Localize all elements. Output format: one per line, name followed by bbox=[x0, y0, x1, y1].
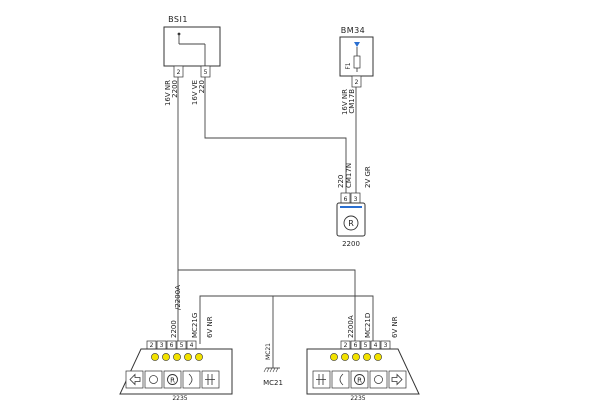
bulb-icon bbox=[374, 353, 382, 361]
ground-hatch bbox=[263, 367, 279, 373]
left-lamp-wire-2200a: /2200A bbox=[174, 285, 182, 310]
bsi1-box bbox=[163, 26, 221, 67]
right-lamp-bulbs bbox=[330, 353, 382, 361]
bulb-icon bbox=[195, 353, 203, 361]
wire-bsi1-to-switch bbox=[204, 77, 347, 193]
headlight-glyph bbox=[339, 373, 344, 386]
bsi1-wire-right-color: 16V VE bbox=[191, 80, 199, 105]
bm34-wire-color: 16V NR bbox=[341, 89, 349, 115]
bulb-icon bbox=[352, 353, 360, 361]
arrow-right-icon bbox=[388, 370, 407, 389]
bsi1-wire-left-number: 2200 bbox=[171, 80, 179, 98]
bsi1-pin-5 bbox=[200, 65, 211, 78]
bulb-icon bbox=[184, 353, 192, 361]
reverse-light-glyph: R bbox=[170, 377, 175, 385]
reverse-switch-icon bbox=[343, 215, 359, 231]
bm34-label: BM34 bbox=[341, 26, 366, 35]
bsi1-wire-right-number: 220 bbox=[198, 80, 206, 93]
reverse-switch-glyph: R bbox=[348, 219, 354, 228]
right-lamp-wire-2200a: 2200A bbox=[347, 315, 355, 338]
switch-2200-label: 2200 bbox=[342, 240, 360, 248]
left-lamp-bulbs bbox=[151, 353, 203, 361]
sidelight-glyph bbox=[149, 375, 158, 384]
sidelight-glyph bbox=[374, 375, 383, 384]
switch-pin-3-label: 3 bbox=[354, 196, 358, 203]
right-lamp-icons: R bbox=[312, 370, 407, 389]
bulb-icon bbox=[151, 353, 159, 361]
bm34-pin-2-label: 2 bbox=[355, 79, 359, 86]
bm34-wire-number: CM17B bbox=[348, 89, 356, 114]
left-lamp-icons: R bbox=[125, 370, 220, 389]
arrow-left-icon bbox=[125, 370, 144, 389]
left-lamp-wire-2200: 2200 bbox=[170, 320, 178, 338]
right-lamp-label: 2235 bbox=[350, 395, 365, 400]
reverse-light-circle bbox=[354, 374, 365, 385]
ground-label: MC21 bbox=[263, 379, 283, 387]
wire-ground-bus bbox=[199, 295, 374, 344]
bsi1-pin-5-label: 5 bbox=[204, 69, 208, 76]
bm34-pin-2 bbox=[351, 75, 362, 88]
right-lamp-pin-label: 2 bbox=[344, 342, 348, 349]
left-lamp-label: 2235 bbox=[172, 395, 187, 400]
left-lamp-wire-6vnr: 6V NR bbox=[206, 316, 214, 338]
headlight-glyph bbox=[188, 373, 193, 386]
switch-wire-left-ref: CM17N bbox=[345, 163, 353, 188]
bsi1-wire-left-color: 16V NR bbox=[164, 80, 172, 106]
bm34-fuse-marker-icon bbox=[354, 42, 360, 47]
right-lamp-wire-6vnr: 6V NR bbox=[391, 316, 399, 338]
switch-wire-left-number: 220 bbox=[337, 175, 345, 188]
reverse-light-circle bbox=[167, 374, 178, 385]
fog-light-glyph bbox=[316, 374, 326, 385]
reverse-light-glyph: R bbox=[357, 377, 362, 385]
left-lamp-pins: 2 3 6 5 4 bbox=[146, 340, 197, 350]
bsi1-pin-2-label: 2 bbox=[177, 69, 181, 76]
right-lamp-wire-mc21d: MC21D bbox=[364, 313, 372, 338]
reverse-light-icon bbox=[163, 370, 182, 389]
headlight-icon bbox=[331, 370, 350, 389]
fog-light-glyph bbox=[205, 374, 215, 385]
sidelight-icon bbox=[144, 370, 163, 389]
arrow-right-glyph bbox=[391, 373, 403, 386]
left-lamp-pin-label: 3 bbox=[160, 342, 164, 349]
wire-feed-to-right-lamp bbox=[178, 269, 356, 344]
bulb-icon bbox=[330, 353, 338, 361]
left-lamp-wire-mc21g: MC21G bbox=[191, 313, 199, 338]
fuse-icon bbox=[353, 55, 361, 69]
bulb-icon bbox=[363, 353, 371, 361]
headlight-icon bbox=[182, 370, 201, 389]
right-lamp-pin-label: 6 bbox=[354, 342, 358, 349]
bsi1-pin-2 bbox=[173, 65, 184, 78]
switch-wire-right: 2V GR bbox=[364, 166, 372, 188]
switch-pin-6-label: 6 bbox=[344, 196, 348, 203]
left-lamp-pin-label: 5 bbox=[180, 342, 184, 349]
ground-wire-label: MC21 bbox=[265, 343, 272, 360]
bulb-icon bbox=[173, 353, 181, 361]
bulb-icon bbox=[341, 353, 349, 361]
right-lamp-pins: 2 6 5 4 3 bbox=[340, 340, 391, 350]
bsi1-label: BSI1 bbox=[168, 15, 188, 24]
bm34-fuse-label: F1 bbox=[345, 62, 352, 69]
arrow-left-glyph bbox=[129, 373, 141, 386]
right-lamp-pin-label: 3 bbox=[384, 342, 388, 349]
sidelight-icon bbox=[369, 370, 388, 389]
left-lamp-pin-label: 4 bbox=[190, 342, 194, 349]
left-lamp-pin-label: 2 bbox=[150, 342, 154, 349]
bulb-icon bbox=[162, 353, 170, 361]
reverse-light-icon bbox=[350, 370, 369, 389]
right-lamp-pin-label: 4 bbox=[374, 342, 378, 349]
left-lamp-pin-label: 6 bbox=[170, 342, 174, 349]
right-lamp-pin-label: 5 bbox=[364, 342, 368, 349]
